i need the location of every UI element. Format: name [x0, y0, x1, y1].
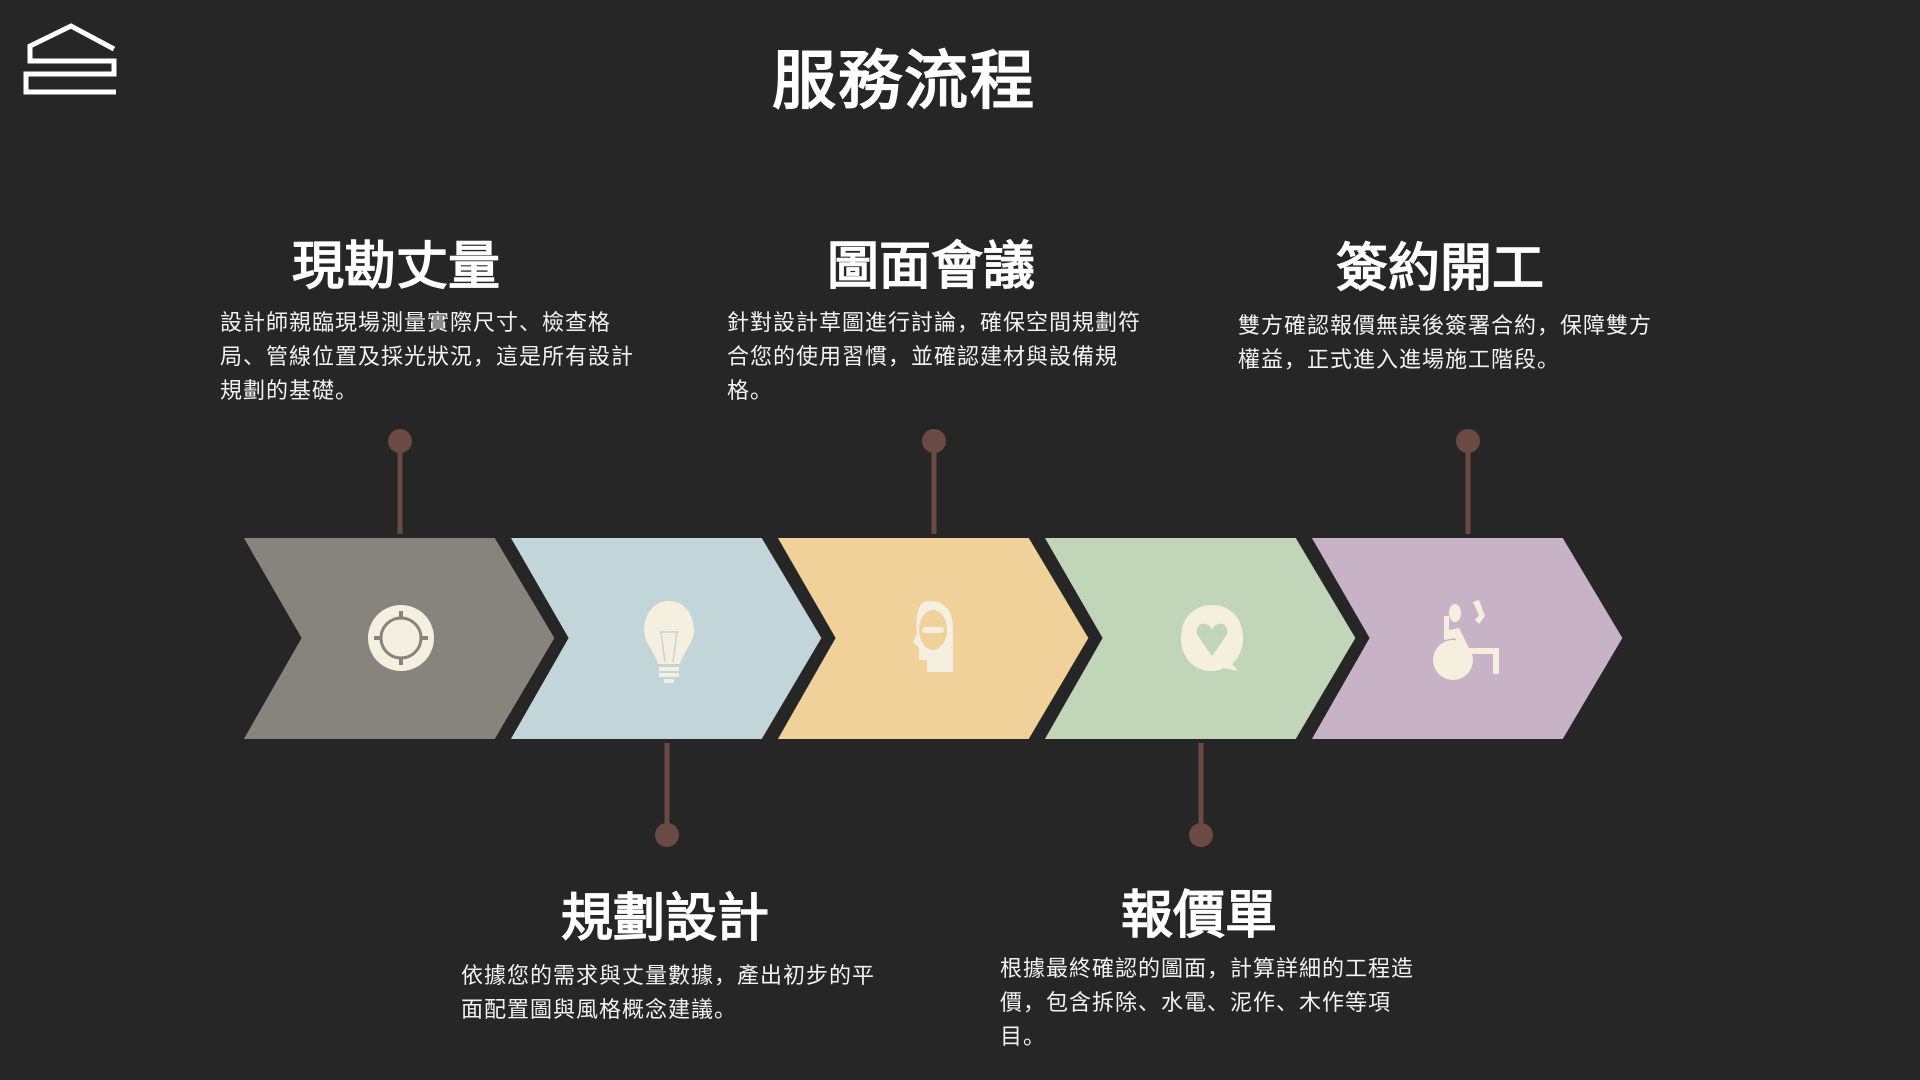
step-2-title: 規劃設計: [560, 889, 769, 949]
step-2-desc: 依據您的需求與丈量數據，產出初步的平面配置圖與風格概念建議。: [461, 964, 876, 1023]
step-1-title: 現勘丈量: [291, 237, 500, 297]
lightbulb-icon: [644, 601, 694, 683]
heart-chat-icon: [1181, 605, 1243, 671]
wheelchair-icon: [1433, 600, 1499, 680]
step-4-desc: 根據最終確認的圖面，計算詳細的工程造價，包含拆除、水電、泥作、木作等項目。: [1000, 957, 1415, 1050]
step-3-title: 圖面會議: [826, 237, 1035, 297]
crosshair-icon: [368, 605, 434, 671]
pin-step-2: [655, 743, 679, 847]
step-5-title: 簽約開工: [1335, 239, 1544, 299]
step-1-desc: 設計師親臨現場測量實際尺寸、檢查格局、管線位置及採光狀況，這是所有設計規劃的基礎…: [220, 311, 635, 404]
house-logo-icon: [23, 23, 117, 95]
step-3-desc: 針對設計草圖進行討論，確保空間規劃符合您的使用習慣，並確認建材與設備規格。: [727, 311, 1142, 404]
pin-step-1: [388, 429, 412, 534]
pin-step-4: [1189, 743, 1213, 847]
pin-step-3: [922, 429, 946, 534]
pin-step-5: [1456, 429, 1480, 534]
head-minus-icon: [913, 601, 953, 672]
step-4-title: 報價單: [1120, 886, 1277, 946]
step-5-desc: 雙方確認報價無誤後簽署合約，保障雙方權益，正式進入進場施工階段。: [1238, 314, 1653, 373]
chevron-step-5: [1298, 530, 1632, 747]
page-title: 服務流程: [772, 45, 1036, 119]
